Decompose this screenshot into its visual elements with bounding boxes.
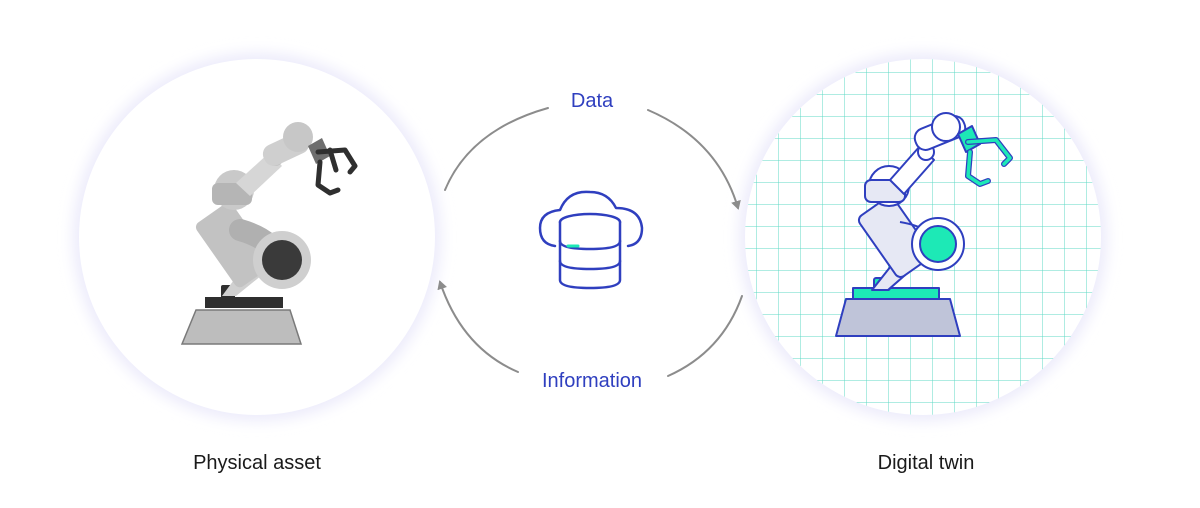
robot-arm-physical-icon — [180, 122, 358, 345]
physical-asset-panel — [73, 53, 441, 421]
arrow-bottom-left — [437, 280, 519, 373]
arrow-top-right — [647, 109, 741, 210]
data-label: Data — [571, 90, 614, 112]
arrow-bottom-right — [667, 295, 743, 377]
digital-twin-panel — [739, 53, 1107, 421]
physical-asset-label: Physical asset — [193, 452, 321, 474]
digital-twin-label: Digital twin — [878, 452, 975, 474]
cycle-arrows — [437, 107, 743, 377]
information-label: Information — [542, 370, 642, 392]
arrow-top-left — [444, 107, 549, 191]
cloud-database-icon — [538, 190, 644, 290]
robot-arm-digital-icon — [835, 112, 1013, 337]
